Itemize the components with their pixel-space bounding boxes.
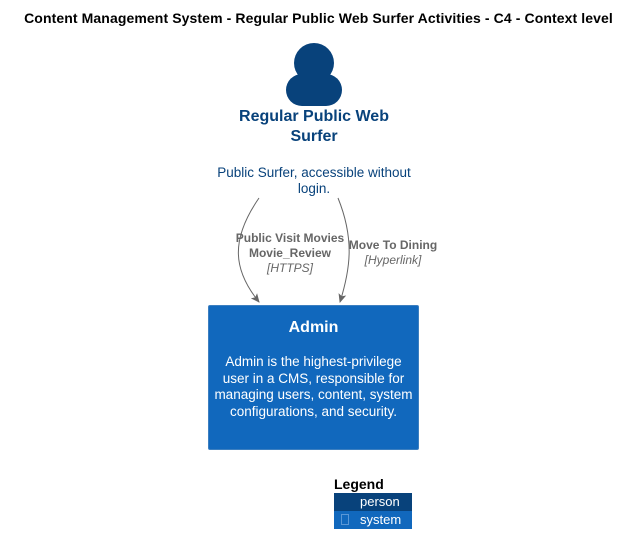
relationship-label-movies: Public Visit Movies Movie_Review [HTTPS]: [230, 231, 350, 276]
relationship-arrow-dining: [337, 197, 350, 303]
relationship-label-text: Public Visit Movies Movie_Review: [235, 231, 345, 260]
relationship-label-dining: Move To Dining [Hyperlink]: [347, 238, 439, 268]
person-name: Regular Public Web Surfer: [239, 108, 389, 145]
legend-title: Legend: [334, 476, 384, 492]
legend-item-person: person: [334, 493, 412, 511]
relationship-technology: [Hyperlink]: [364, 253, 422, 267]
system-name: Admin: [288, 319, 339, 336]
legend-item-label: person: [360, 494, 400, 509]
system-box-admin: Admin Admin is the highest-privilege use…: [208, 305, 419, 450]
relationship-arrow-movies: [237, 197, 260, 303]
system-description: Admin is the highest-privilege user in a…: [214, 354, 413, 419]
relationship-label-text: Move To Dining: [348, 238, 438, 252]
relationship-technology: [HTTPS]: [266, 261, 313, 275]
diagram-title: Content Management System - Regular Publ…: [24, 10, 613, 26]
legend: Legend person system: [334, 476, 412, 529]
glyph-icon: [341, 514, 349, 525]
person-description: Public Surfer, accessible without login.: [217, 165, 411, 196]
legend-item-label: system: [360, 512, 402, 527]
legend-item-system: system: [334, 511, 412, 529]
person-icon: [286, 43, 342, 106]
